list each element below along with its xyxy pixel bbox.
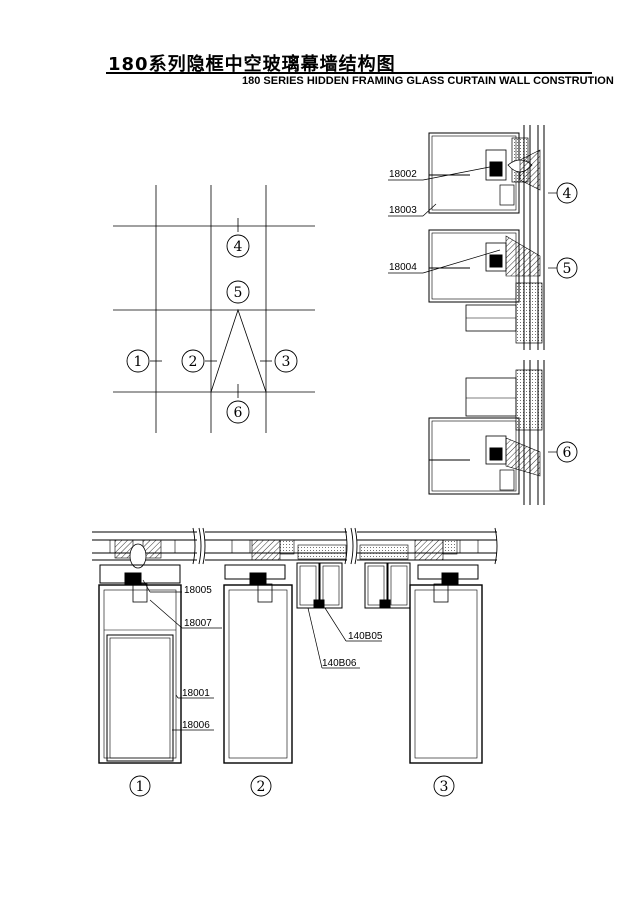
label-18001: 18001 bbox=[182, 688, 210, 699]
callout-6-text: 6 bbox=[563, 445, 572, 461]
plan-number-1-text: 1 bbox=[136, 779, 145, 795]
plan-number-1 bbox=[129, 775, 151, 797]
callout-4-text: 4 bbox=[563, 186, 572, 202]
section-callouts bbox=[556, 182, 578, 463]
grid-marker-6-text: 6 bbox=[234, 405, 243, 421]
plan-leaders bbox=[142, 579, 382, 731]
grid-marker-5-text: 5 bbox=[234, 285, 243, 301]
label-18002: 18002 bbox=[389, 169, 417, 180]
grid-marker-3-text: 3 bbox=[282, 354, 291, 370]
label-140b05: 140B05 bbox=[348, 631, 383, 642]
title-chinese: 180系列隐框中空玻璃幕墙结构图 bbox=[108, 54, 396, 75]
grid-markers bbox=[126, 234, 298, 424]
grid-marker-2 bbox=[181, 349, 205, 373]
vertical-leaders bbox=[388, 164, 557, 453]
mullion-section-3 bbox=[364, 562, 483, 764]
grid-marker-3 bbox=[274, 349, 298, 373]
callout-6 bbox=[556, 441, 578, 463]
grid-marker-1-text: 1 bbox=[134, 354, 143, 370]
grid-marker-1 bbox=[126, 349, 150, 373]
plan-number-circles bbox=[129, 775, 455, 797]
plan-number-3-text: 3 bbox=[440, 779, 449, 795]
sealant-blocks bbox=[114, 539, 458, 561]
title-underline bbox=[106, 72, 592, 74]
grid-marker-4-text: 4 bbox=[234, 239, 243, 255]
grid-marker-5 bbox=[226, 280, 250, 304]
plan-number-3 bbox=[433, 775, 455, 797]
label-140b06: 140B06 bbox=[322, 658, 357, 669]
title-english: 180 SERIES HIDDEN FRAMING GLASS CURTAIN … bbox=[242, 75, 614, 87]
label-18003: 18003 bbox=[389, 205, 417, 216]
grid-marker-4 bbox=[226, 234, 250, 258]
plan-number-2-text: 2 bbox=[257, 779, 266, 795]
label-18007: 18007 bbox=[184, 618, 212, 629]
callout-5 bbox=[556, 257, 578, 279]
grid-marker-2-text: 2 bbox=[189, 354, 198, 370]
foam-rod bbox=[129, 543, 147, 569]
label-18004: 18004 bbox=[389, 262, 417, 273]
grid-marker-6 bbox=[226, 400, 250, 424]
label-18006: 18006 bbox=[182, 720, 210, 731]
callout-5-text: 5 bbox=[563, 261, 572, 277]
elevation-grid bbox=[113, 185, 315, 433]
label-18005: 18005 bbox=[184, 585, 212, 596]
vertical-section-5 bbox=[428, 225, 545, 350]
vertical-section-4 bbox=[428, 125, 545, 225]
mullion-section-2 bbox=[223, 562, 343, 764]
mullion-section-1 bbox=[98, 564, 182, 764]
plan-number-2 bbox=[250, 775, 272, 797]
vertical-section-6 bbox=[428, 360, 545, 505]
callout-4 bbox=[556, 182, 578, 204]
